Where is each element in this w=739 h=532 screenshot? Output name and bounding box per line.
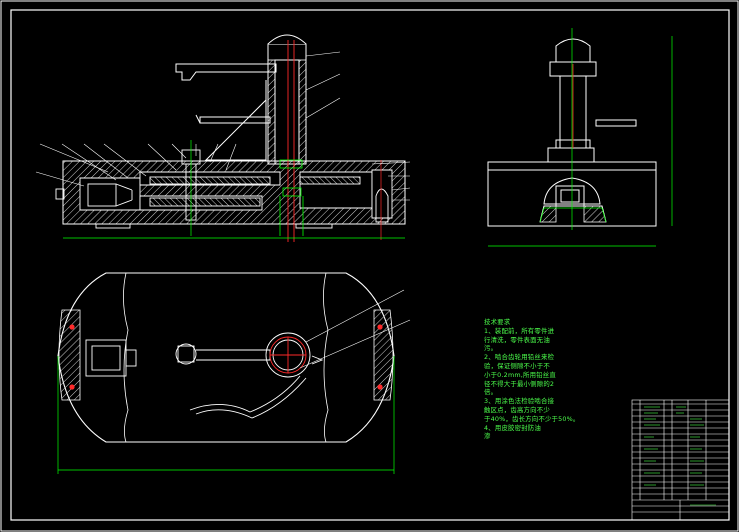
note-line: 1、装配前，所有零件进 [484,326,555,335]
note-title: 技术要求 [484,318,511,326]
note-line: 倍。 [484,388,498,397]
note-line: 触区点，齿高方向不少 [484,405,550,414]
side-view [487,28,673,247]
top-view [57,272,411,474]
title-block [631,399,730,521]
note-line: 污。 [484,344,498,353]
title-block-text-marks [644,406,716,506]
note-line: 3、用涂色法检验啮合接 [484,397,555,406]
note-line: 渗 [484,432,491,441]
note-line: 于40%，齿长方向不少于50%。 [484,414,580,423]
note-line: 验，保证侧隙不小于不 [484,361,550,370]
note-line: 4、用皮胶密封防油 [484,423,541,432]
note-line: 2、啮合齿轮用铅丝来检 [484,353,555,362]
note-line: 径不得大于最小侧隙的2 [484,379,555,388]
note-line: 小于0.2mm,所用铅丝直 [484,370,556,379]
front-section-view [35,34,411,242]
technical-requirements-note: 技术要求 1、装配前，所有零件进 行清洗，零件表面无油 污。 2、啮合齿轮用铅丝… [484,318,604,441]
note-line: 行清洗，零件表面无油 [484,335,550,344]
